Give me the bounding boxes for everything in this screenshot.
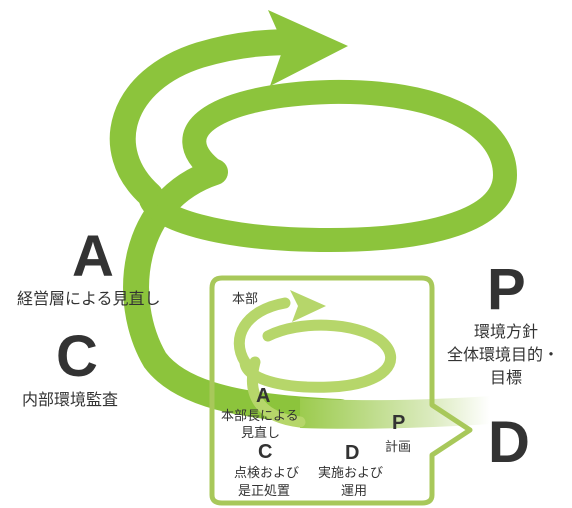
outer-spiral-loop — [138, 79, 518, 253]
outer-spiral-upper-arc — [109, 29, 313, 208]
inner-spiral-lower-arc — [246, 356, 306, 428]
inner-c-label-2: 是正処置 — [238, 484, 291, 499]
inner-p-letter: P — [392, 412, 406, 434]
outer-c-label: 内部環境監査 — [22, 390, 119, 409]
outer-a-letter: A — [72, 224, 114, 289]
inner-box-label: 本部 — [232, 292, 259, 307]
outer-arrow-head — [268, 10, 348, 86]
inner-a-label-1: 本部長による — [221, 409, 299, 424]
inner-c-label-1: 点検および — [234, 466, 300, 481]
outer-spiral-fade-band — [300, 396, 490, 429]
inner-title: 継続的改善 — [286, 357, 356, 373]
inner-arrow-head — [290, 290, 326, 322]
inner-d-letter: D — [345, 442, 360, 464]
outer-c-letter: C — [56, 324, 98, 389]
outer-d-letter: D — [488, 410, 530, 475]
inner-d-label-2: 運用 — [341, 484, 368, 499]
outer-p-letter: P — [487, 257, 526, 322]
outer-p-label-1: 環境方針 — [474, 322, 539, 341]
inner-d-label-1: 実施および — [318, 466, 384, 481]
inner-spiral-loop — [239, 319, 397, 393]
outer-p-label-2: 全体環境目的・ — [447, 345, 560, 364]
inner-p-label: 計画 — [385, 440, 412, 455]
inner-c-letter: C — [258, 441, 273, 463]
inner-a-letter: A — [256, 385, 271, 407]
outer-a-label: 経営層による見直し — [17, 289, 161, 308]
inner-spiral-upper-arc — [233, 297, 291, 368]
inner-a-label-2: 見直し — [241, 426, 281, 441]
outer-title: 継続的改善 — [262, 174, 393, 204]
outer-p-label-3: 目標 — [490, 368, 523, 387]
inner-box-frame — [209, 275, 473, 506]
